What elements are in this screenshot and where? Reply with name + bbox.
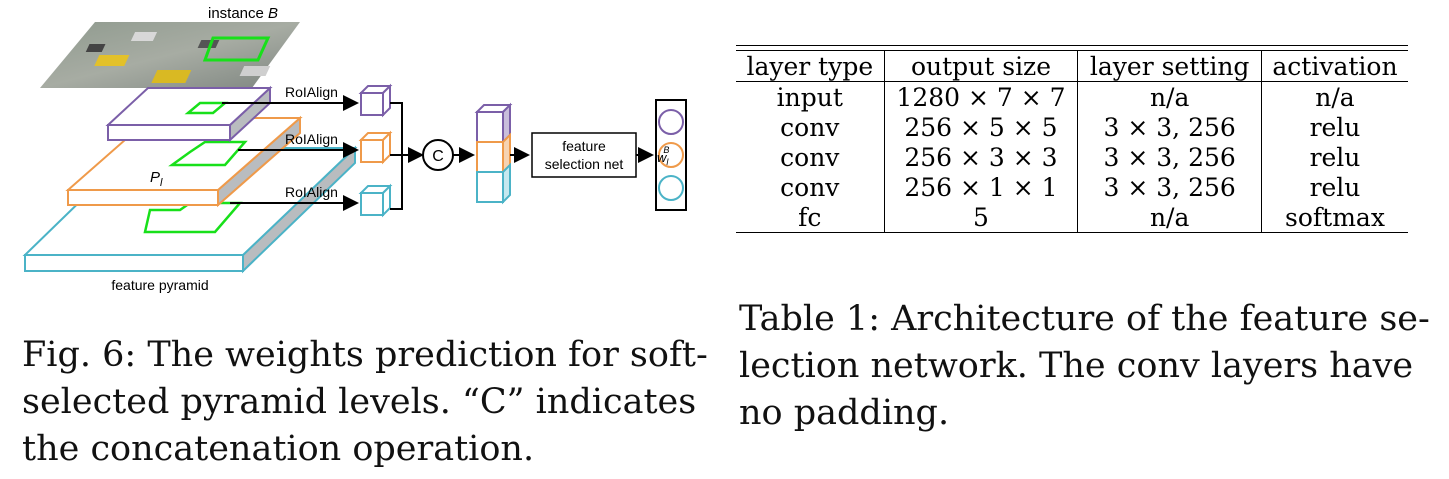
roialign-label-1: RoIAlign (285, 84, 338, 100)
figure-caption-line: Fig. 6: The weights prediction for soft- (22, 335, 708, 375)
table-cell: 3 × 3, 256 (1077, 172, 1262, 202)
column-header: layer type (746, 51, 874, 81)
table-cell: 3 × 3, 256 (1077, 112, 1262, 142)
column-header: activation (1260, 51, 1408, 82)
table-cell: relu (1260, 112, 1408, 142)
architecture-table-wrap: layer type output size layer setting act… (736, 45, 1408, 233)
architecture-table: layer type output size layer setting act… (736, 51, 1408, 233)
table-cell: conv (780, 112, 840, 142)
table-row: conv 256 × 1 × 1 3 × 3, 256 relu (736, 172, 1408, 202)
table-row: conv 256 × 3 × 3 3 × 3, 256 relu (736, 142, 1408, 172)
table-row: fc 5 n/a softmax (736, 202, 1408, 233)
table-cell: softmax (1260, 202, 1408, 233)
table-cell: conv (780, 172, 840, 202)
svg-text:selection net: selection net (545, 156, 624, 172)
roi-feature-cyan (358, 183, 393, 218)
table-cell: 5 (883, 202, 1078, 233)
concatenated-features (474, 102, 513, 205)
table-cell: conv (780, 142, 840, 172)
figure-caption: Fig. 6: The weights prediction for soft-… (22, 332, 708, 473)
pyramid-level-label: Pl (150, 169, 163, 189)
level-weights-output: wlB (655, 99, 687, 211)
table-caption-line: lection network. The conv layers have (739, 346, 1414, 386)
feature-selection-net: feature selection net (531, 132, 637, 178)
instance-image (40, 22, 300, 88)
instance-label: instance B (208, 5, 278, 22)
roialign-label-3: RoIAlign (285, 184, 338, 200)
table-cell: fc (798, 202, 822, 232)
pyramid-level-small (105, 85, 273, 143)
feature-selection-diagram: instance B Pl RoIAlign RoIAlign RoIAlign (22, 5, 687, 293)
table-cell: n/a (1260, 81, 1408, 112)
table-caption-line: no padding. (739, 393, 950, 433)
table-cell: 256 × 1 × 1 (883, 172, 1078, 202)
table-cell: 256 × 5 × 5 (883, 112, 1078, 142)
pyramid-level-middle (65, 115, 303, 208)
feature-pyramid-label: feature pyramid (111, 277, 208, 293)
table-caption-line: Table 1: Architecture of the feature se- (739, 299, 1430, 339)
table-cell: 3 × 3, 256 (1077, 142, 1262, 172)
svg-text:wlB: wlB (657, 145, 669, 167)
svg-text:C: C (432, 148, 444, 165)
column-header: layer setting (1077, 51, 1262, 82)
table-cell: 1280 × 7 × 7 (883, 81, 1078, 112)
concat-operator: C (422, 139, 454, 171)
table-cell: relu (1260, 142, 1408, 172)
table-top-rule (736, 45, 1408, 51)
roi-feature-purple (358, 83, 393, 118)
roialign-label-2: RoIAlign (285, 131, 338, 147)
table-cell: n/a (1077, 202, 1262, 233)
svg-text:feature: feature (562, 138, 606, 154)
table-cell: relu (1260, 172, 1408, 202)
table-cell: 256 × 3 × 3 (883, 142, 1078, 172)
table-row: input 1280 × 7 × 7 n/a n/a (736, 81, 1408, 112)
table-header-row: layer type output size layer setting act… (736, 51, 1408, 82)
roi-feature-orange (358, 130, 393, 165)
figure-caption-line: the concatenation operation. (22, 429, 535, 469)
table-cell: n/a (1077, 81, 1262, 112)
table-caption: Table 1: Architecture of the feature se-… (739, 296, 1430, 437)
table-cell: input (776, 82, 843, 112)
table-row: conv 256 × 5 × 5 3 × 3, 256 relu (736, 112, 1408, 142)
instance-box (202, 36, 271, 62)
column-header: output size (883, 51, 1078, 82)
figure-caption-line: selected pyramid levels. “C” indicates (22, 382, 697, 422)
